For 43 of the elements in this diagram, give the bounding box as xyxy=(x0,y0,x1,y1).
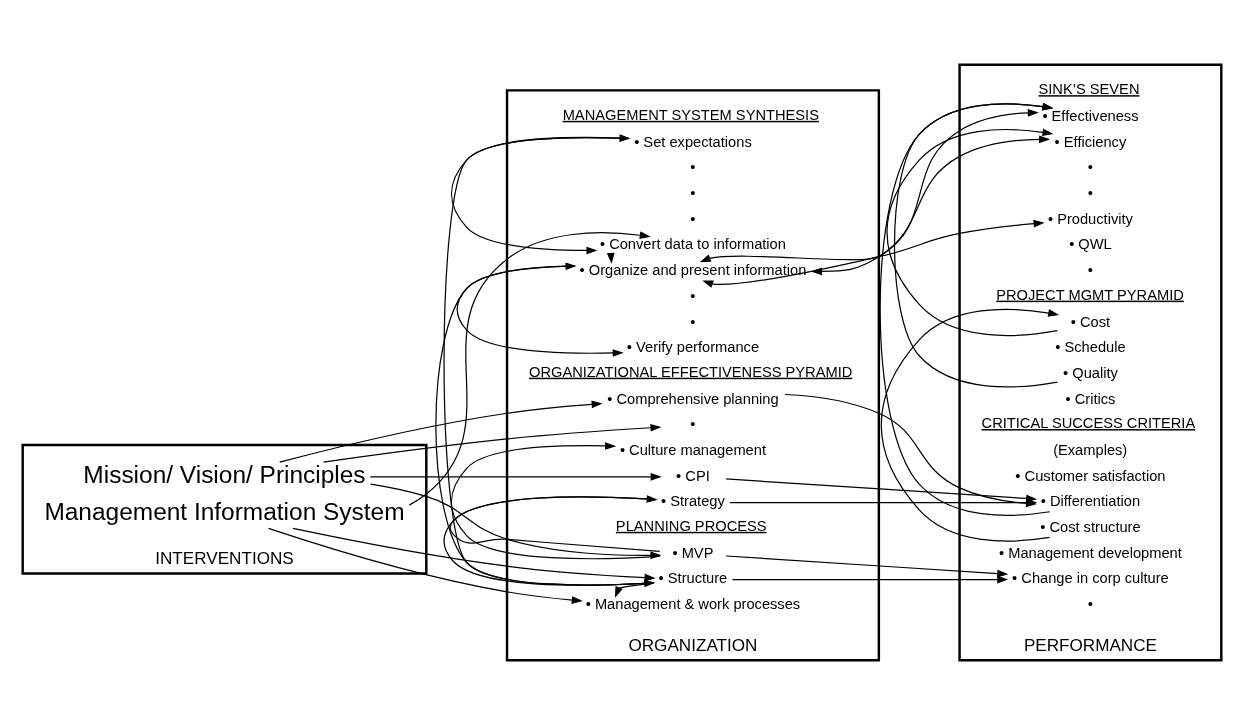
label: PROJECT MGMT PYRAMID xyxy=(996,286,1184,303)
node-text: • xyxy=(690,415,696,432)
node-text: • QWL xyxy=(1069,235,1112,252)
node-text: • xyxy=(690,287,696,304)
node-text: Management Information System xyxy=(44,497,405,525)
node-text: • xyxy=(1087,184,1094,201)
label: SINK’S SEVEN xyxy=(1038,80,1140,97)
label: PLANNING PROCESS xyxy=(615,517,767,534)
node-text: • xyxy=(1087,158,1094,175)
node-text: • Set expectations xyxy=(634,133,752,150)
node-text: • Quality xyxy=(1063,364,1118,381)
node-text: • Efficiency xyxy=(1054,133,1127,150)
node-text: • Management & work processes xyxy=(585,595,801,612)
node-text: • Verify performance xyxy=(626,338,760,355)
node-text: • Critics xyxy=(1065,390,1116,407)
node-text: • Structure xyxy=(658,569,728,586)
node-text: • xyxy=(1087,261,1094,278)
node-text: • Productivity xyxy=(1047,210,1133,227)
node-text: • Customer satisfaction xyxy=(1015,467,1166,484)
node-text: • Strategy xyxy=(661,492,725,509)
label: (Examples) xyxy=(1053,441,1128,458)
node-text: • xyxy=(1087,595,1094,612)
node-text: • Culture management xyxy=(619,441,766,458)
label: ORGANIZATIONAL EFFECTIVENESS PYRAMID xyxy=(529,363,853,380)
node-text: • CPI xyxy=(676,467,710,484)
node-text: • xyxy=(690,210,696,227)
node-text: • MVP xyxy=(672,544,714,561)
label: CRITICAL SUCCESS CRITERIA xyxy=(981,414,1196,431)
node-text: • Effectiveness xyxy=(1042,107,1139,124)
node-text: • Cost xyxy=(1070,313,1111,330)
node-text: Mission/ Vision/ Principles xyxy=(83,460,366,488)
node-text: • Convert data to information xyxy=(599,235,786,252)
node-text: • xyxy=(690,158,696,175)
node-text: • Schedule xyxy=(1055,338,1126,355)
node-text: • Cost structure xyxy=(1040,518,1141,535)
node-text: • Management development xyxy=(999,544,1182,561)
node-text: • Organize and present information xyxy=(579,261,807,278)
node-text: • Comprehensive planning xyxy=(607,390,779,407)
node-text: • xyxy=(690,313,696,330)
node-text: • xyxy=(690,184,696,201)
node-text: • Differentiation xyxy=(1040,492,1141,509)
label: MANAGEMENT SYSTEM SYNTHESIS xyxy=(562,106,819,123)
node-text: • Change in corp culture xyxy=(1012,569,1169,586)
